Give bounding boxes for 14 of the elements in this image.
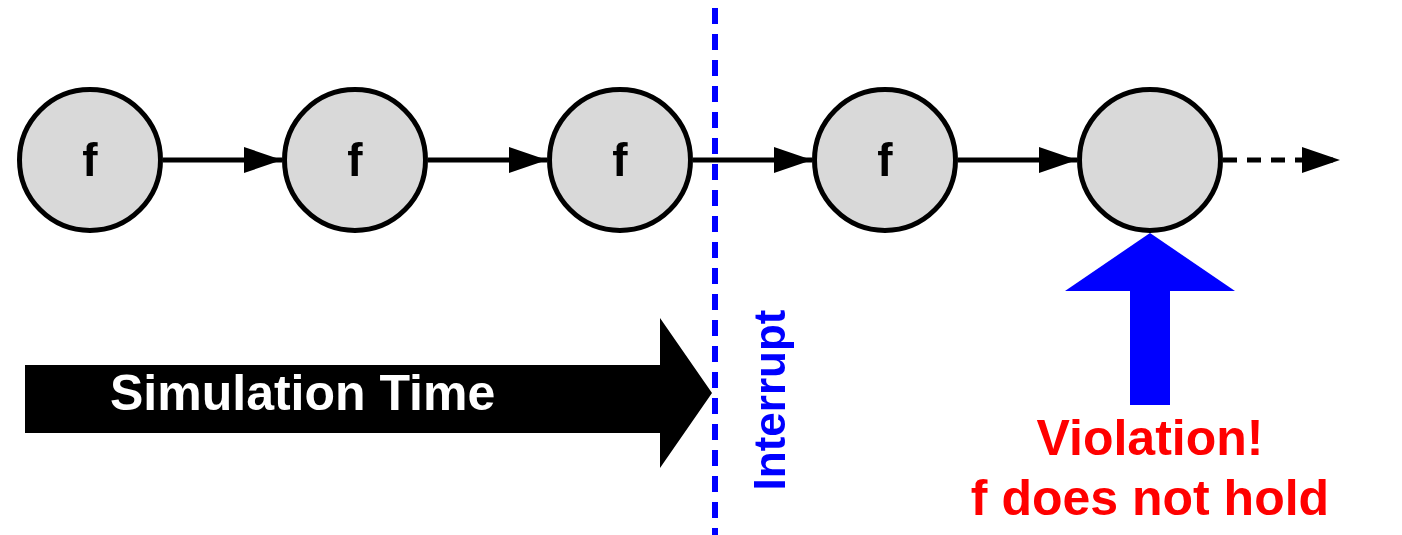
arrow: [693, 147, 812, 173]
arrow: [163, 147, 282, 173]
interrupt-label: Interrupt: [747, 309, 792, 491]
violation-heading: Violation!: [1036, 408, 1264, 468]
arrow-label: Simulation Time: [110, 368, 496, 418]
state-label: f: [82, 137, 98, 183]
arrow: [958, 147, 1077, 173]
state-label: f: [612, 137, 628, 183]
arrow: [428, 147, 547, 173]
block-arrow: [1065, 233, 1235, 405]
violation-text: f does not hold: [970, 468, 1330, 528]
state-label: f: [877, 137, 893, 183]
arrow: [1223, 147, 1340, 173]
state-label: f: [347, 137, 363, 183]
